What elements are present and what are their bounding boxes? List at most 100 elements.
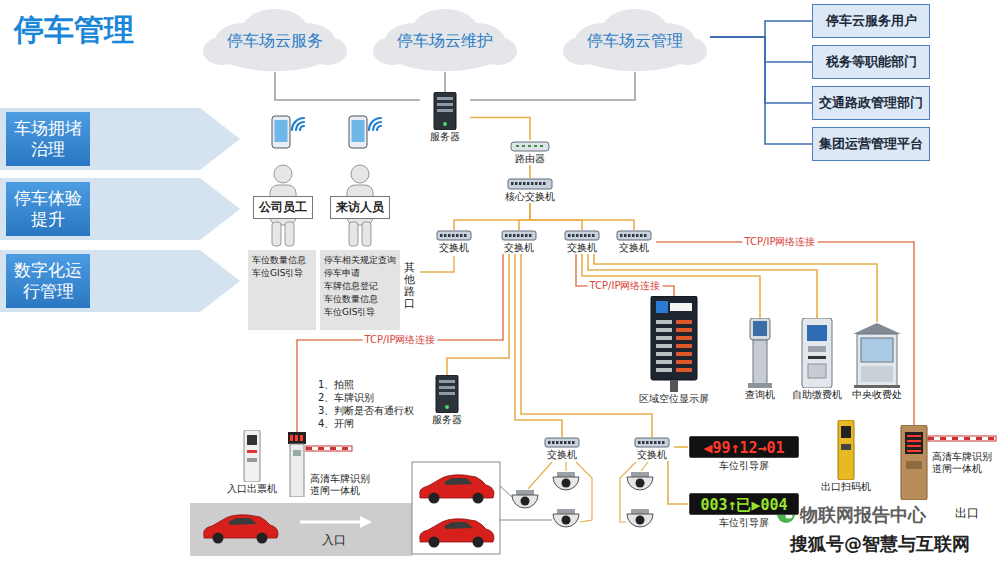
display-icon [656, 360, 672, 364]
sw-icon [535, 182, 538, 185]
sw-icon [560, 441, 563, 444]
led-guide-screen: ◀99↑12→01车位引导屏 [688, 436, 800, 472]
connector [710, 37, 812, 144]
camera-icon [512, 490, 538, 508]
sw-icon [505, 234, 508, 237]
sw-icon [628, 234, 631, 237]
person-figure [349, 222, 358, 246]
sw-icon [548, 441, 551, 444]
server-icon [432, 92, 458, 130]
person-figure [285, 222, 294, 246]
node-text: 集团运营管理平台 [819, 135, 923, 153]
sw-icon [513, 234, 516, 237]
node-text: 车位数量信息 [324, 293, 396, 306]
sw-icon [525, 234, 528, 237]
booth-icon [853, 323, 901, 334]
booth-icon [854, 385, 900, 388]
info-panel: 停车相关规定查询停车申请车牌信息登记车位数量信息车位GIS引导 [320, 250, 400, 330]
connector [530, 203, 634, 230]
node-text: 停车申请 [324, 267, 396, 280]
device-node: 入口出票机 [220, 430, 284, 495]
node-text: 高清车牌识别道闸一体机 [932, 451, 994, 475]
annotation: 2、车牌识别 [318, 391, 374, 405]
node-text: 停车相关规定查询 [324, 254, 396, 267]
person-sign: 公司员工 [253, 196, 313, 219]
wifi-symbol [373, 122, 381, 130]
pay-icon [808, 356, 826, 359]
node-text: 停车场云维护 [397, 31, 493, 52]
sw-icon [624, 234, 627, 237]
diagram-title: 停车管理 [14, 10, 134, 51]
connector [710, 21, 812, 37]
node-text: 交换机 [504, 242, 534, 254]
node-text: 停车体验提升 [12, 188, 84, 231]
node-text: 交换机 [439, 242, 469, 254]
node-text: 高清车牌识别道闸一体机 [310, 473, 372, 497]
phone-icon [352, 120, 365, 142]
barrier-arm [928, 436, 996, 441]
exitgate-icon [906, 461, 922, 469]
wifi-symbol [296, 122, 304, 130]
sw-icon [460, 234, 463, 237]
router-icon [528, 145, 531, 147]
sw-icon [617, 231, 651, 240]
connector [674, 446, 688, 448]
sw-icon [507, 178, 553, 190]
camera-wire [500, 486, 512, 497]
connector [447, 254, 509, 375]
display-icon [656, 328, 672, 332]
parked-cars [420, 475, 494, 504]
info-panel: 车位数量信息车位GIS引导 [248, 250, 316, 330]
annotation: 1、拍照 [318, 378, 354, 392]
camera-icon [512, 472, 653, 527]
node-text: 来访人员 [333, 199, 387, 216]
camera-wire [641, 462, 648, 471]
parked-cars [412, 462, 500, 554]
phone-icon [272, 116, 367, 148]
device-node: 交换机 [432, 230, 476, 254]
camera-icon [553, 472, 579, 490]
server-icon [439, 386, 455, 389]
sw-icon [515, 182, 518, 185]
scanner-icon [841, 426, 851, 438]
display-icon [676, 344, 692, 348]
label-box: 停车体验提升 [6, 182, 90, 236]
display-icon [656, 344, 672, 348]
device-node: 中央收费处 [848, 322, 906, 401]
sw-icon [642, 441, 645, 444]
parked-cars [420, 519, 494, 548]
node-text: 查询机 [745, 389, 775, 401]
camera-wire [528, 462, 552, 489]
sw-icon [644, 234, 647, 237]
display-icon [656, 352, 672, 356]
device-node: 出口扫码机 [818, 420, 874, 493]
server-icon [437, 103, 453, 106]
phone-icon [275, 120, 288, 142]
display-icon [670, 380, 678, 392]
node-text: 车位引导屏 [719, 460, 769, 472]
sw-icon [529, 234, 532, 237]
kiosk-icon [748, 383, 772, 388]
node-text: 车位引导屏 [719, 517, 769, 529]
sw-icon [543, 182, 546, 185]
cloud-service: 停车场云维护 [370, 2, 520, 72]
node-text: 交通路政管理部门 [819, 94, 923, 112]
person-figure [274, 165, 292, 183]
sw-icon [545, 438, 579, 447]
sw-icon [531, 182, 534, 185]
barrier-arm [928, 437, 996, 440]
exitgate-icon [900, 425, 928, 500]
entry-road [360, 516, 372, 528]
sw-icon [448, 234, 451, 237]
exitgate-icon [907, 435, 921, 437]
ticket-icon [238, 430, 266, 482]
node-text: 交换机 [567, 242, 597, 254]
gate-icon [295, 435, 298, 441]
device-node: 交换机 [630, 437, 674, 461]
node-text: 车场拥堵治理 [12, 118, 84, 161]
router-icon [516, 145, 519, 147]
sw-icon [584, 234, 587, 237]
cloud-service: 停车场云管理 [560, 2, 710, 72]
connector [710, 37, 812, 103]
sw-icon [552, 441, 555, 444]
